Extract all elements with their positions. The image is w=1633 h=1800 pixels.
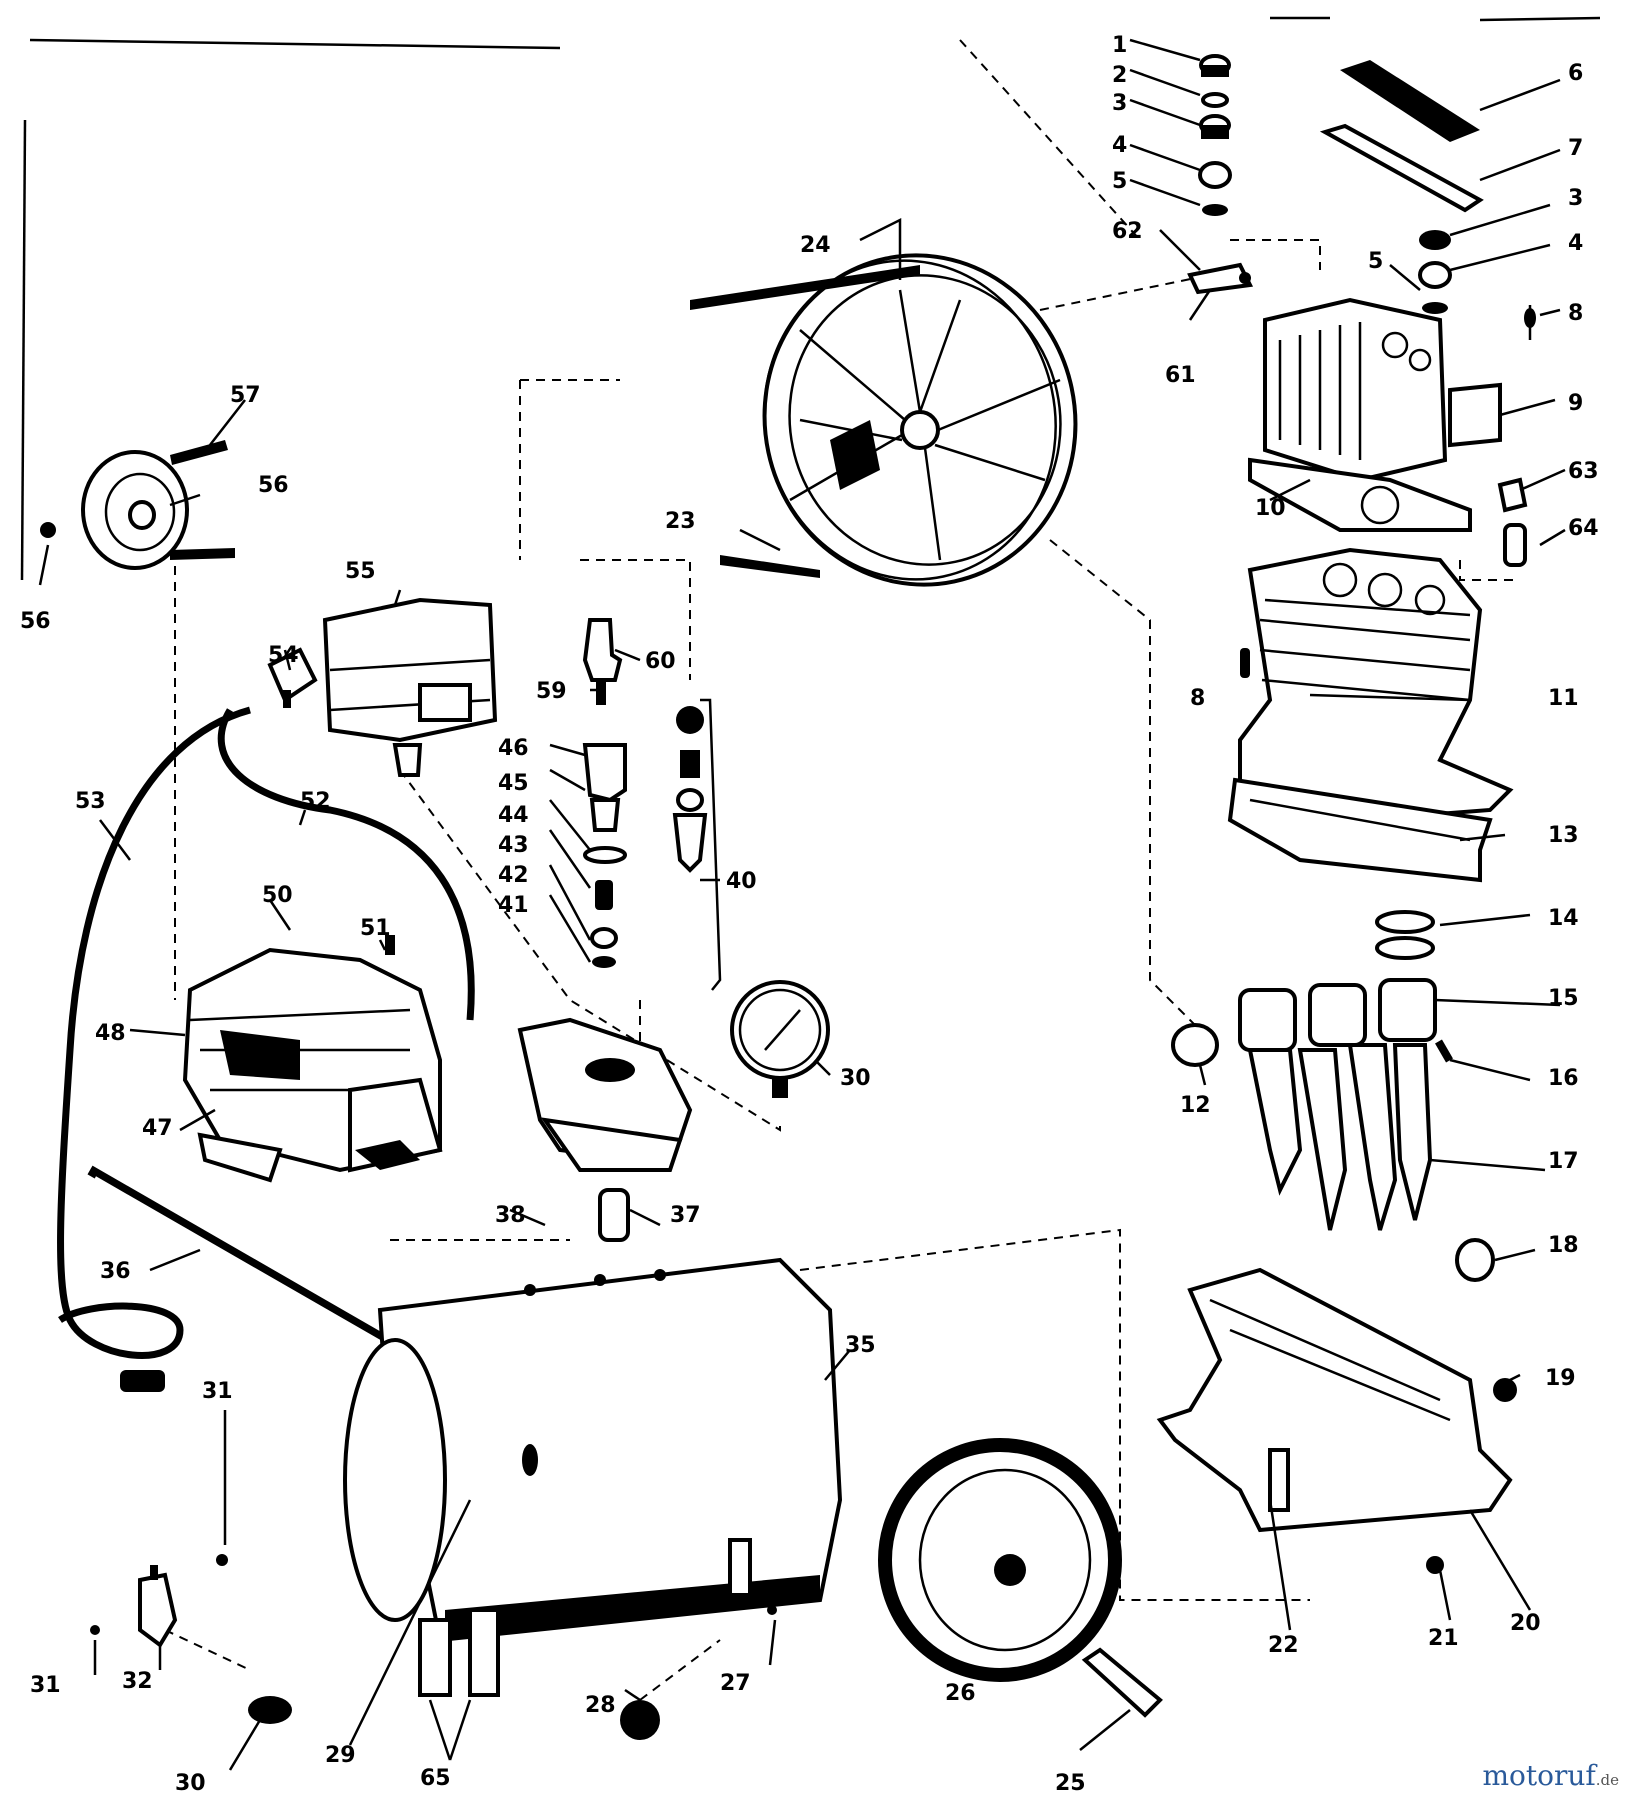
callout-37: 37: [670, 1203, 701, 1228]
callout-12: 12: [1180, 1093, 1211, 1118]
drain-valve-parts: [90, 1554, 777, 1740]
callout-52: 52: [300, 789, 331, 814]
callout-56b: 56: [20, 609, 51, 634]
callout-1: 1: [1112, 33, 1127, 58]
callout-16: 16: [1548, 1066, 1579, 1091]
callout-36: 36: [100, 1259, 131, 1284]
callout-19: 19: [1545, 1366, 1576, 1391]
pressure-switch: [322, 597, 498, 777]
callout-35: 35: [845, 1333, 876, 1358]
callout-47: 47: [142, 1116, 173, 1141]
callout-3: 3: [1112, 91, 1127, 116]
callout-11: 11: [1548, 686, 1579, 711]
callout-57: 57: [230, 383, 261, 408]
callout-53: 53: [75, 789, 106, 814]
air-filter: [1319, 60, 1484, 213]
callout-56: 56: [258, 473, 289, 498]
callout-5b: 5: [1368, 249, 1383, 274]
callout-60: 60: [645, 649, 676, 674]
callout-43: 43: [498, 833, 529, 858]
callout-2: 2: [1112, 63, 1127, 88]
power-cord: [57, 706, 475, 1392]
watermark-suffix: .de: [1595, 1771, 1619, 1789]
callout-27: 27: [720, 1671, 751, 1696]
pressure-gauge: [730, 980, 830, 1098]
callout-62: 62: [1112, 219, 1143, 244]
callout-40: 40: [726, 869, 757, 894]
callout-14: 14: [1548, 906, 1579, 931]
callout-24: 24: [800, 233, 831, 258]
callout-6: 6: [1568, 61, 1583, 86]
page-frame-lines: [20, 16, 1601, 581]
callout-22: 22: [1268, 1633, 1299, 1658]
callout-46: 46: [498, 736, 529, 761]
callout-7: 7: [1568, 136, 1583, 161]
callout-labels: 1 2 3 4 5 6 7 3 4 5 8 9 10 63 64 62 61 2…: [20, 33, 1599, 1796]
callout-64: 64: [1568, 516, 1599, 541]
callout-30: 30: [840, 1066, 871, 1091]
callout-20: 20: [1510, 1611, 1541, 1636]
callout-3b: 3: [1568, 186, 1583, 211]
callout-38: 38: [495, 1203, 526, 1228]
callout-51: 51: [360, 916, 391, 941]
callout-4: 4: [1112, 133, 1127, 158]
crankcase: [1156, 1267, 1517, 1574]
elbow-fitting: [1187, 262, 1254, 295]
tank-handle: [87, 1165, 426, 1370]
callout-21: 21: [1428, 1626, 1459, 1651]
callout-13: 13: [1548, 823, 1579, 848]
piston-rings: [1375, 910, 1435, 960]
cylinder-head: [1248, 297, 1502, 532]
callout-54: 54: [268, 643, 299, 668]
cord-grip: [267, 647, 318, 708]
wheel: [878, 1438, 1163, 1718]
callout-61: 61: [1165, 363, 1196, 388]
air-tank: [343, 1257, 843, 1697]
callout-8b: 8: [1190, 686, 1205, 711]
callout-28: 28: [585, 1693, 616, 1718]
callout-15: 15: [1548, 986, 1579, 1011]
callout-29: 29: [325, 1743, 356, 1768]
callout-10: 10: [1255, 496, 1286, 521]
callout-26: 26: [945, 1681, 976, 1706]
callout-44: 44: [498, 803, 529, 828]
callout-5: 5: [1112, 169, 1127, 194]
callout-55: 55: [345, 559, 376, 584]
callout-32: 32: [122, 1669, 153, 1694]
watermark-text: motoruf: [1482, 1759, 1596, 1792]
elbow-63-64: [1497, 477, 1528, 567]
callout-45: 45: [498, 771, 529, 796]
callout-30b: 30: [175, 1771, 206, 1796]
motor-pulley: [40, 440, 235, 570]
callout-50: 50: [262, 883, 293, 908]
callout-42: 42: [498, 863, 529, 888]
regulator-manifold: [517, 1017, 693, 1242]
callout-31b: 31: [30, 1673, 61, 1698]
callout-41: 41: [498, 893, 529, 918]
callout-31: 31: [202, 1379, 233, 1404]
callout-23: 23: [665, 509, 696, 534]
callout-9: 9: [1568, 391, 1583, 416]
safety-valve: [672, 698, 722, 991]
callout-63: 63: [1568, 459, 1599, 484]
callout-59: 59: [536, 679, 567, 704]
check-valve-stack: [582, 618, 627, 968]
callout-18: 18: [1548, 1233, 1579, 1258]
callout-leaders: [38, 38, 1566, 1771]
callout-65: 65: [420, 1766, 451, 1791]
piston-assembly: [1171, 978, 1495, 1282]
callout-25: 25: [1055, 1771, 1086, 1796]
valve-stack: [1198, 54, 1232, 216]
cylinder-block: [1227, 547, 1514, 883]
flywheel: [690, 253, 1078, 587]
assembly-guide-lines: [164, 39, 1520, 1701]
callout-48: 48: [95, 1021, 126, 1046]
electric-motor: [182, 935, 443, 1183]
callout-8: 8: [1568, 301, 1583, 326]
valve-small-right: [1418, 230, 1536, 340]
callout-17: 17: [1548, 1149, 1579, 1174]
watermark-logo: motoruf.de: [1482, 1759, 1619, 1792]
callout-4b: 4: [1568, 231, 1583, 256]
